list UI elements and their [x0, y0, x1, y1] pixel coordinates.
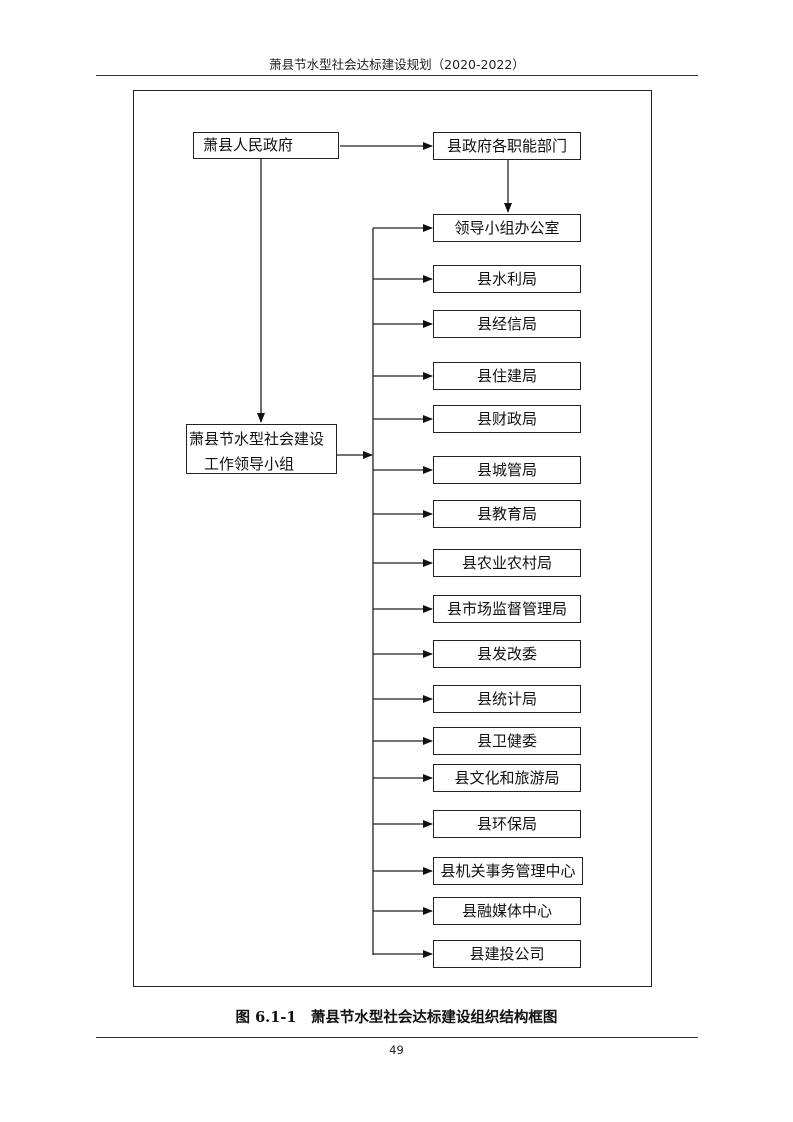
unit-box: 县水利局 — [433, 265, 581, 293]
footer-rule — [96, 1037, 698, 1038]
unit-box: 县机关事务管理中心 — [433, 857, 583, 885]
figure-caption: 图 6.1-1 萧县节水型社会达标建设组织结构框图 — [235, 1009, 558, 1026]
unit-box: 县农业农村局 — [433, 549, 581, 577]
unit-box: 县融媒体中心 — [433, 897, 581, 925]
unit-box: 县卫健委 — [433, 727, 581, 755]
unit-box: 县住建局 — [433, 362, 581, 390]
unit-box: 县文化和旅游局 — [433, 764, 581, 792]
unit-box: 县经信局 — [433, 310, 581, 338]
unit-box: 县环保局 — [433, 810, 581, 838]
leading-group-line1: 萧县节水型社会建设 — [189, 430, 325, 448]
page-number: 49 — [389, 1043, 404, 1057]
unit-box: 县发改委 — [433, 640, 581, 668]
running-header: 萧县节水型社会达标建设规划（2020-2022） — [269, 57, 525, 72]
header-rule — [96, 75, 698, 76]
unit-box: 县统计局 — [433, 685, 581, 713]
unit-box: 县城管局 — [433, 456, 581, 484]
unit-box: 县市场监督管理局 — [433, 595, 581, 623]
unit-box: 县教育局 — [433, 500, 581, 528]
leading-group-box: 萧县节水型社会建设 工作领导小组 — [186, 424, 337, 474]
diagram-frame — [133, 90, 652, 987]
gov-box: 萧县人民政府 — [193, 132, 339, 159]
leading-group-line2: 工作领导小组 — [204, 455, 295, 473]
departments-box: 县政府各职能部门 — [433, 132, 581, 160]
unit-box: 县建投公司 — [433, 940, 581, 968]
unit-box: 县财政局 — [433, 405, 581, 433]
unit-box: 领导小组办公室 — [433, 214, 581, 242]
